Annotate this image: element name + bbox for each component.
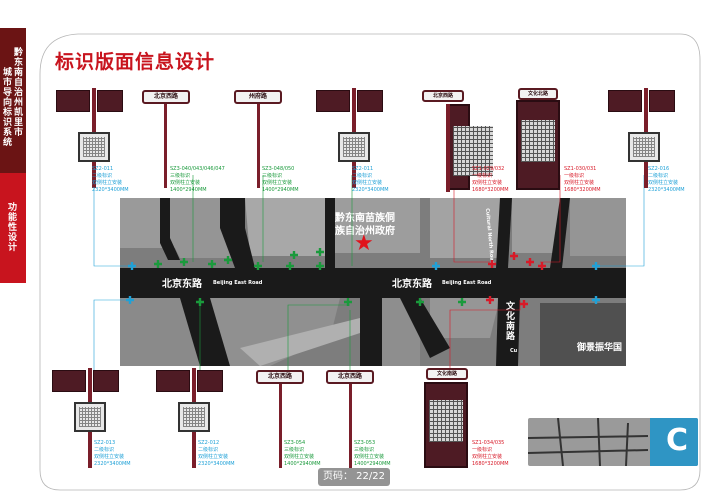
top-sign-1-size: 2320*3400MM [92,187,129,193]
top-sign-5-size: 1680*3200MM [472,187,509,193]
bottom-sign-3-plate: 北京西路 [256,370,304,384]
top-sign-7-size: 2320*3400MM [648,187,685,193]
top-sign-1-type: 二级标识 [92,173,113,179]
overview-thumbnail: C [528,418,698,466]
top-sign-3-size: 1400*2940MM [262,187,299,193]
road-label-beijing-east-en-right: Beijing East Road [442,280,492,286]
top-sign-1-code: SZ2-011 [92,166,114,172]
top-sign-5-type: 一级标识 [472,173,493,179]
bottom-sign-1-code: SZ2-013 [94,440,116,446]
top-sign-3-code: SZ3-048/050 [262,166,295,172]
top-sign-3-type: 三级标识 [262,173,283,179]
bottom-sign-4-mount: 双侧柱立安装 [354,454,385,460]
bottom-sign-2-type: 二级标识 [198,447,219,453]
top-sign-2-plate: 北京西路 [142,90,190,104]
top-sign-5-code: SZ1-029/032 [472,166,505,172]
page-indicator[interactable]: 页码： 22/22 [318,468,390,486]
district-label: 御景振华国 [577,343,623,353]
road-label-beijing-east-cn-right: 北京东路 [392,279,432,290]
bottom-sign-1-type: 二级标识 [94,447,115,453]
top-sign-5-plate: 北京西路 [422,90,464,102]
bottom-sign-2-code: SZ2-012 [198,440,220,446]
top-sign-6-plate: 文化北路 [518,88,558,100]
road-label-cultural-south-en: Cu [510,348,518,354]
side-spine: 黔东南自治州凯里市 城市导向标识系统 功能性设计 [0,28,26,283]
map-shapes [120,198,626,366]
top-sign-3-plate: 州府路 [234,90,282,104]
top-sign-6-type: 一级标识 [564,173,585,179]
spine-text-line3: 功能性设计 [8,203,18,253]
top-sign-7-code: SZ2-016 [648,166,670,172]
spine-bottom-block [0,173,26,283]
bottom-sign-4-code: SZ3-053 [354,440,376,446]
spine-text-line2: 城市导向标识系统 [3,68,13,148]
top-sign-6-size: 1680*3200MM [564,187,601,193]
top-sign-6-code: SZ1-030/031 [564,166,597,172]
top-sign-2-type: 三级标识 [170,173,191,179]
top-sign-1-mount: 双侧柱立安装 [92,180,123,186]
top-sign-4-type: 二级标识 [352,173,373,179]
bottom-sign-5-size: 1680*3200MM [472,461,509,467]
road-label-beijing-east-cn-left: 北京东路 [162,279,202,290]
page-title: 标识版面信息设计 [55,51,216,73]
spine-text-line1: 黔东南自治州凯里市 [14,48,24,138]
bottom-sign-3-mount: 双侧柱立安装 [284,454,315,460]
bottom-sign-1-size: 2320*3400MM [94,461,131,467]
government-star-icon: ★ [354,231,374,256]
bottom-sign-4-plate: 北京西路 [326,370,374,384]
top-sign-2-code: SZ3-040/043/046/047 [170,166,225,172]
thumbnail-letter: C [665,423,688,458]
landmark-label-line2: 族自治州政府 [335,226,395,237]
road-label-beijing-east-en-left: Beijing East Road [213,280,263,286]
bottom-sign-3-type: 三级标识 [284,447,305,453]
bottom-sign-5-code: SZ1-034/035 [472,440,505,446]
top-sign-2-mount: 双侧柱立安装 [170,180,201,186]
spine-top-block [0,28,26,173]
bottom-sign-2-size: 2320*3400MM [198,461,235,467]
top-sign-4-mount: 双侧柱立安装 [352,180,383,186]
top-sign-6-mount: 双侧柱立安装 [564,180,595,186]
bottom-sign-4-type: 三级标识 [354,447,375,453]
bottom-sign-4-size: 1400*2940MM [354,461,391,467]
top-sign-2-size: 1400*2940MM [170,187,207,193]
bottom-sign-5-type: 一级标识 [472,447,493,453]
bottom-sign-5-mount: 双侧柱立安装 [472,454,503,460]
bottom-sign-3-size: 1400*2940MM [284,461,321,467]
road-label-cultural-south-cn: 文化南路 [506,302,516,342]
street-map: 北京东路 Beijing East Road 北京东路 Beijing East… [120,198,626,366]
top-sign-7-type: 二级标识 [648,173,669,179]
top-sign-7-mount: 双侧柱立安装 [648,180,679,186]
landmark-label-line1: 黔东南苗族侗 [335,213,395,224]
top-sign-3-mount: 双侧柱立安装 [262,180,293,186]
bottom-sign-3-code: SZ3-054 [284,440,306,446]
thumbnail-blue-block [650,418,698,466]
bottom-sign-2-mount: 双侧柱立安装 [198,454,229,460]
top-sign-4-code: SZ2-011 [352,166,374,172]
thumbnail-map [528,418,649,466]
bottom-sign-1-mount: 双侧柱立安装 [94,454,125,460]
top-sign-5-mount: 双侧柱立安装 [472,180,503,186]
top-sign-4-size: 2320*3400MM [352,187,389,193]
bottom-sign-5-plate: 文化南路 [426,368,468,380]
